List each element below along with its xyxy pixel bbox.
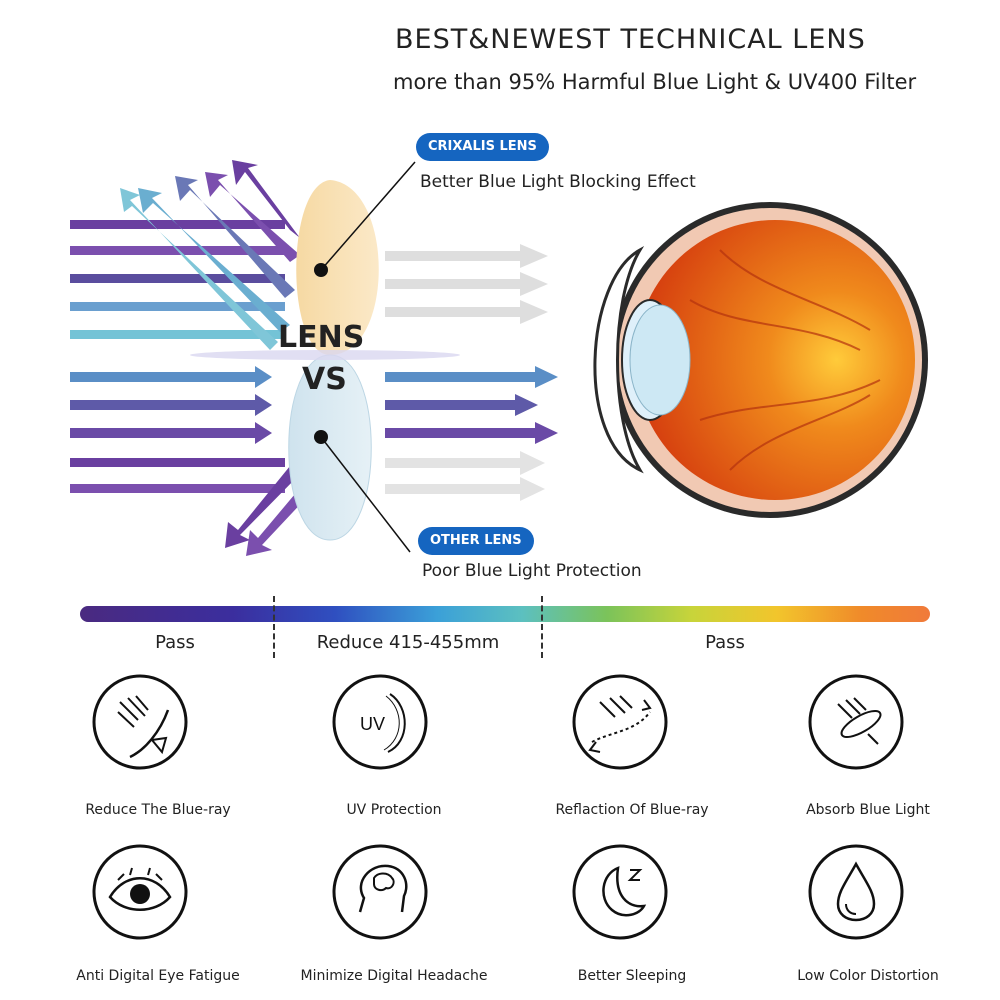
head-brain-icon xyxy=(330,842,430,942)
light-spectrum-bar xyxy=(80,606,930,622)
filtered-rays-top xyxy=(385,244,548,324)
drop-icon xyxy=(806,842,906,942)
crixalis-caption: Better Blue Light Blocking Effect xyxy=(420,172,696,192)
other-lens-badge: OTHER LENS xyxy=(418,527,534,555)
lens-comparison-diagram xyxy=(70,160,928,556)
page-title: BEST&NEWEST TECHNICAL LENS xyxy=(395,24,866,55)
uv-lens-icon: UV xyxy=(330,672,430,772)
feature-label-1: Reduce The Blue-ray xyxy=(85,802,231,818)
spectrum-pass-left: Pass xyxy=(155,632,195,653)
feature-label-5: Anti Digital Eye Fatigue xyxy=(76,968,240,984)
feature-label-6: Minimize Digital Headache xyxy=(300,968,488,984)
moon-icon xyxy=(570,842,670,942)
eye-icon xyxy=(90,842,190,942)
feature-label-3: Reflaction Of Blue-ray xyxy=(555,802,709,818)
incoming-rays-top xyxy=(70,160,300,350)
other-caption: Poor Blue Light Protection xyxy=(422,561,642,581)
passed-rays-bottom xyxy=(385,366,558,501)
absorb-icon xyxy=(806,672,906,772)
spectrum-divider-left xyxy=(273,596,275,658)
reflection-icon xyxy=(570,672,670,772)
page-subtitle: more than 95% Harmful Blue Light & UV400… xyxy=(393,70,917,94)
feature-label-7: Better Sleeping xyxy=(577,968,687,984)
spectrum-reduce-label: Reduce 415-455mm xyxy=(316,632,500,653)
crixalis-lens-shape xyxy=(296,180,379,355)
lens-label: LENS xyxy=(278,320,365,355)
spectrum-pass-right: Pass xyxy=(705,632,745,653)
vs-label: VS xyxy=(302,362,347,397)
spectrum-divider-right xyxy=(541,596,543,658)
feature-label-4: Absorb Blue Light xyxy=(806,802,930,818)
eye-illustration xyxy=(593,202,928,518)
svg-text:UV: UV xyxy=(360,714,385,734)
lens-blocking-icon xyxy=(90,672,190,772)
crixalis-lens-badge: CRIXALIS LENS xyxy=(416,133,549,161)
incoming-rays-bottom xyxy=(70,366,308,556)
feature-label-8: Low Color Distortion xyxy=(797,968,939,984)
feature-label-2: UV Protection xyxy=(346,802,442,818)
